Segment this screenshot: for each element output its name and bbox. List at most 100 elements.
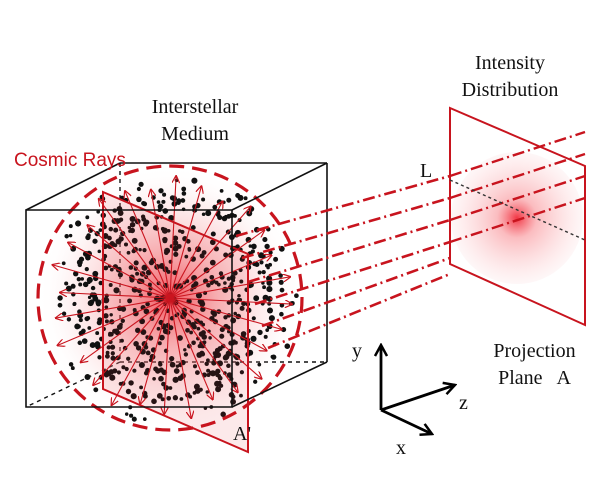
- ism-particle: [142, 221, 148, 226]
- ism-particle: [97, 317, 103, 323]
- projection-line: [235, 174, 451, 238]
- ism-particle: [172, 376, 179, 383]
- ism-particle: [279, 311, 284, 317]
- ism-particle: [98, 228, 103, 232]
- ism-particle: [168, 214, 175, 221]
- ism-particle: [114, 330, 120, 336]
- ism-particle: [177, 335, 183, 341]
- ism-particle: [158, 375, 164, 382]
- ism-particle: [188, 394, 193, 399]
- ism-particle: [136, 196, 142, 203]
- ism-particle: [215, 386, 222, 393]
- cosmic-ray-arrow: [169, 230, 264, 299]
- ism-particle: [160, 397, 165, 402]
- intensity-label-line2: Distribution: [461, 79, 559, 101]
- cosmic-ray-arrow: [169, 297, 238, 392]
- ism-particle: [262, 237, 268, 243]
- ism-particle: [143, 370, 149, 376]
- ism-particle: [196, 326, 201, 331]
- ism-particle: [105, 350, 110, 355]
- ism-particle: [136, 186, 141, 192]
- ism-particle: [64, 281, 69, 286]
- ism-particle: [104, 319, 109, 324]
- ism-particle: [266, 279, 273, 286]
- ism-particle: [279, 287, 285, 293]
- ism-particle: [120, 318, 125, 323]
- ism-particle: [76, 277, 81, 282]
- ism-particle: [73, 271, 79, 277]
- cube-edges: [25, 162, 328, 408]
- ism-particle: [138, 247, 142, 252]
- ism-particle: [93, 387, 99, 393]
- axis-y-label: y: [352, 340, 362, 362]
- ism-particle: [86, 276, 93, 284]
- ism-particle: [208, 336, 212, 340]
- ism-particle: [66, 317, 72, 322]
- ism-particle: [161, 199, 166, 204]
- ism-particle: [239, 305, 245, 311]
- ism-particle: [284, 343, 291, 350]
- ism-particle: [129, 221, 136, 228]
- ism-particle: [77, 340, 83, 346]
- ism-particle: [64, 233, 69, 239]
- ism-label-line2: Medium: [161, 123, 229, 145]
- ism-particle: [268, 262, 273, 267]
- ism-particle: [85, 315, 91, 321]
- ism-particle: [106, 345, 111, 350]
- ism-particle: [133, 266, 138, 271]
- ism-particle: [190, 321, 196, 328]
- ism-particle: [133, 260, 139, 266]
- ism-particle: [65, 285, 72, 292]
- ism-particle: [214, 380, 221, 387]
- ism-particle: [141, 264, 148, 271]
- ism-particle: [262, 285, 267, 290]
- ism-particle: [127, 298, 133, 304]
- ism-particle: [192, 364, 198, 369]
- ism-particle: [169, 355, 175, 362]
- ism-particle: [131, 416, 137, 422]
- ism-particle: [273, 256, 279, 262]
- cosmic-ray-arrow: [60, 293, 171, 299]
- ism-particle: [199, 299, 205, 305]
- ism-particle: [116, 324, 123, 330]
- cosmic-ray-arrow: [56, 297, 171, 318]
- ism-particle: [166, 269, 171, 274]
- ism-particle: [193, 281, 199, 287]
- ism-particle: [97, 249, 102, 254]
- ism-particle: [180, 198, 186, 203]
- projection-line: [241, 196, 451, 260]
- ism-particle: [169, 361, 176, 368]
- ism-particle: [185, 319, 191, 325]
- ism-particle: [85, 254, 91, 261]
- ism-particle: [218, 271, 224, 276]
- ism-particle: [68, 233, 73, 238]
- ism-particle: [87, 295, 92, 300]
- projection-lines: [235, 174, 451, 350]
- ism-particle: [130, 393, 137, 400]
- ism-particle: [262, 294, 269, 301]
- ism-particle: [172, 395, 179, 401]
- cosmic-ray-arrow: [151, 190, 171, 299]
- ism-particle: [268, 250, 273, 255]
- ism-particle: [201, 212, 206, 217]
- ism-particle: [141, 200, 146, 206]
- ism-particle: [212, 204, 218, 210]
- ism-particle: [205, 210, 212, 217]
- ism-particle: [206, 283, 211, 288]
- ism-particle: [104, 305, 109, 310]
- ism-particle: [158, 188, 164, 194]
- ism-particle: [151, 398, 157, 405]
- ism-particle: [84, 374, 91, 380]
- ism-particle: [219, 327, 225, 333]
- ism-particle: [264, 243, 270, 250]
- ism-particle: [103, 369, 109, 375]
- ism-particle: [156, 393, 163, 399]
- ism-particle: [90, 285, 96, 291]
- ism-particle: [135, 327, 141, 333]
- ism-particle: [162, 192, 167, 197]
- ism-particle: [187, 246, 191, 251]
- ism-particle: [173, 368, 180, 374]
- ism-label-line1: Interstellar: [151, 96, 239, 118]
- ism-particle: [112, 368, 118, 374]
- ism-particle: [259, 260, 264, 265]
